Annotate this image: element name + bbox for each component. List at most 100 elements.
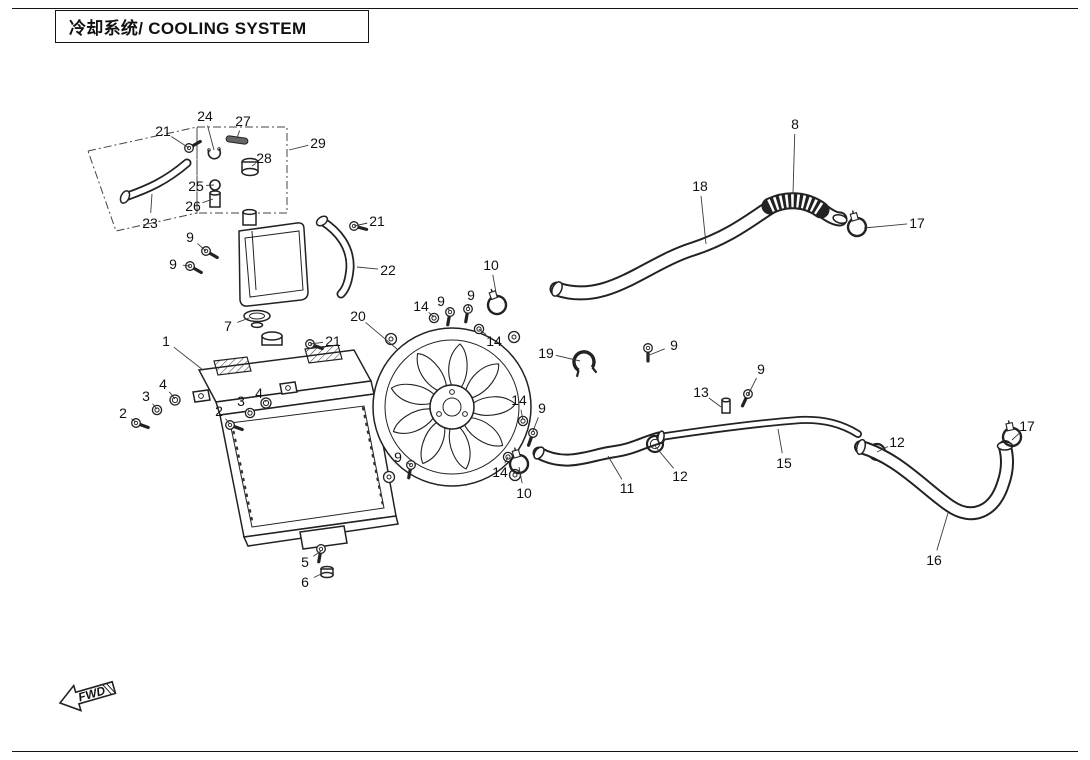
callout-10: 10 [483, 257, 499, 273]
washer-3 [151, 404, 163, 416]
cooling-fan [372, 327, 532, 487]
callout-9: 9 [467, 287, 475, 303]
filler-neck [261, 331, 283, 346]
leader-line [1011, 432, 1020, 441]
leader-line [130, 418, 137, 423]
callout-14: 14 [486, 333, 502, 349]
expansion-tank [238, 208, 309, 307]
leader-line [518, 466, 523, 484]
fan-mount-tab [384, 332, 398, 346]
callout-21: 21 [325, 333, 341, 349]
callout-3: 3 [142, 388, 150, 404]
leader-line [150, 193, 153, 214]
callout-16: 16 [926, 552, 942, 568]
callout-15: 15 [776, 455, 792, 471]
tube-26 [209, 190, 221, 208]
leader-line [168, 391, 176, 400]
callout-2: 2 [215, 403, 223, 419]
leader-line [447, 308, 451, 312]
clamp-19 [570, 348, 599, 379]
fwd-arrow: FWD [58, 680, 117, 712]
callout-26: 26 [185, 198, 201, 214]
leader-line [492, 274, 498, 299]
callout-10: 10 [516, 485, 532, 501]
callout-23: 23 [142, 215, 158, 231]
leader-line [428, 312, 435, 318]
callout-4: 4 [255, 385, 263, 401]
screw-9 [642, 342, 654, 363]
callout-14: 14 [511, 392, 527, 408]
bottom-rule [12, 751, 1078, 752]
leader-line [236, 130, 241, 139]
tank-hose [315, 215, 355, 299]
callout-27: 27 [235, 113, 251, 129]
leader-line [202, 198, 214, 204]
leader-line [406, 461, 412, 466]
callout-9: 9 [538, 400, 546, 416]
fwd-label: FWD [77, 683, 107, 704]
leader-line [264, 400, 267, 403]
callout-5: 5 [301, 554, 309, 570]
screw-9 [182, 258, 206, 278]
callout-21: 21 [155, 123, 171, 139]
leader-line [356, 266, 379, 270]
upper-hose [549, 192, 848, 301]
callout-4: 4 [159, 376, 167, 392]
leader-line [309, 341, 324, 345]
callout-3: 3 [237, 393, 245, 409]
screw-9 [737, 386, 756, 410]
screw-2 [128, 415, 152, 434]
callout-13: 13 [693, 384, 709, 400]
callout-9: 9 [437, 293, 445, 309]
leader-line [313, 571, 326, 578]
leader-line [353, 222, 368, 227]
callout-9: 9 [394, 449, 402, 465]
reservoir-cap-parts [181, 135, 259, 208]
callout-9: 9 [757, 361, 765, 377]
clamp-17 [842, 207, 870, 240]
callout-19: 19 [538, 345, 554, 361]
callout-17: 17 [909, 215, 925, 231]
fan-mount-tab [507, 330, 521, 344]
screw-9 [459, 302, 475, 325]
leader-line [792, 133, 796, 195]
callout-12: 12 [672, 468, 688, 484]
leader-line [225, 418, 231, 425]
callout-21: 21 [369, 213, 385, 229]
top-rule [12, 8, 1078, 9]
mount-pad [213, 356, 252, 376]
middle-hose [532, 431, 666, 467]
fan-mount-tab [382, 470, 396, 484]
washer-4 [169, 394, 181, 406]
pipe-nipple [721, 397, 731, 414]
callout-11: 11 [620, 480, 635, 496]
leader-line [555, 354, 581, 362]
callout-9: 9 [169, 256, 177, 272]
leader-line [777, 428, 783, 454]
clip-21 [347, 219, 370, 236]
radiator-outlet [299, 525, 348, 550]
callout-14: 14 [492, 464, 508, 480]
callout-28: 28 [256, 150, 272, 166]
leader-line [532, 417, 539, 432]
callout-20: 20 [350, 308, 366, 324]
callout-25: 25 [188, 178, 204, 194]
detail-boundaries [87, 126, 288, 232]
leader-line [478, 328, 487, 336]
callout-9: 9 [186, 229, 194, 245]
leader-line [607, 455, 623, 480]
callout-2: 2 [119, 405, 127, 421]
mount-pad [304, 344, 343, 364]
seal-6 [320, 565, 334, 579]
leader-line [237, 317, 250, 323]
leader-line [365, 322, 398, 350]
callout-18: 18 [692, 178, 708, 194]
callout-7: 7 [224, 318, 232, 334]
callout-1: 1 [162, 333, 170, 349]
radiator [192, 331, 399, 550]
leader-line [312, 550, 322, 557]
leader-line [646, 348, 665, 357]
washer-3 [244, 407, 256, 419]
